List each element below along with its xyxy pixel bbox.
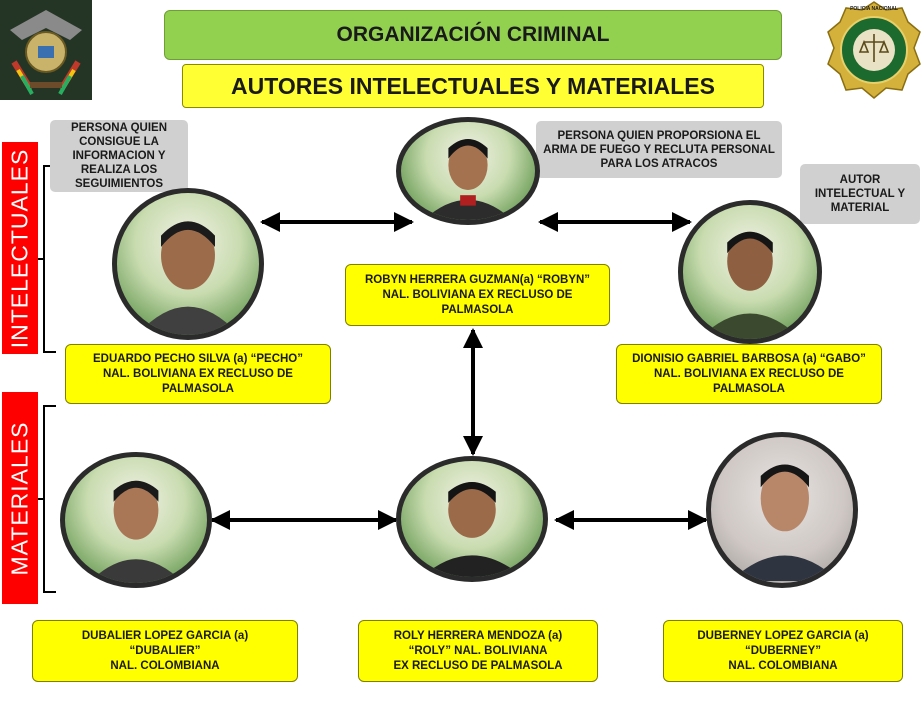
page-title: ORGANIZACIÓN CRIMINAL xyxy=(164,10,782,60)
section-label-intelectuales: INTELECTUALES xyxy=(2,142,38,354)
photo-pecho xyxy=(112,188,264,340)
name-box-pecho: EDUARDO PECHO SILVA (a) “PECHO” NAL. BOL… xyxy=(65,344,331,404)
bolivia-coat-of-arms-icon xyxy=(0,0,92,100)
photo-duberney xyxy=(706,432,858,588)
intelectuales-bracket xyxy=(38,165,56,353)
photo-robyn xyxy=(396,117,540,225)
photo-roly xyxy=(396,456,548,582)
note-robyn-role: PERSONA QUIEN PROPORSIONA EL ARMA DE FUE… xyxy=(536,121,782,178)
page-subtitle: AUTORES INTELECTUALES Y MATERIALES xyxy=(182,64,764,108)
photo-gabo xyxy=(678,200,822,344)
badge-ring-text: POLICIA NACIONAL xyxy=(850,6,898,12)
photo-dubalier xyxy=(60,452,212,588)
section-label-materiales: MATERIALES xyxy=(2,392,38,604)
note-gabo-role: AUTOR INTELECTUAL Y MATERIAL xyxy=(800,164,920,224)
note-pecho-role: PERSONA QUIEN CONSIGUE LA INFORMACION Y … xyxy=(50,120,188,192)
policia-nacional-badge-icon: POLICIA NACIONAL xyxy=(826,0,922,100)
name-box-duberney: DUBERNEY LOPEZ GARCIA (a) “DUBERNEY” NAL… xyxy=(663,620,903,682)
name-box-robyn: ROBYN HERRERA GUZMAN(a) “ROBYN” NAL. BOL… xyxy=(345,264,610,326)
name-box-dubalier: DUBALIER LOPEZ GARCIA (a) “DUBALIER” NAL… xyxy=(32,620,298,682)
name-box-roly: ROLY HERRERA MENDOZA (a) “ROLY” NAL. BOL… xyxy=(358,620,598,682)
name-box-gabo: DIONISIO GABRIEL BARBOSA (a) “GABO” NAL.… xyxy=(616,344,882,404)
materiales-bracket xyxy=(38,405,56,593)
